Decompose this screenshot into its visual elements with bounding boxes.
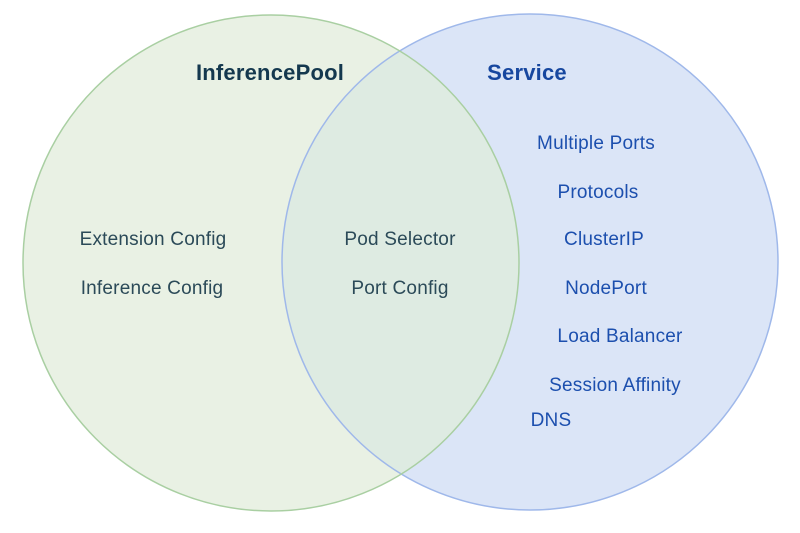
extension-config-label: Extension Config	[79, 229, 227, 250]
inferencepool-circle-border	[22, 14, 520, 512]
clusterip-label: ClusterIP	[564, 229, 644, 250]
inferencepool-title: InferencePool	[195, 60, 345, 85]
nodeport-label: NodePort	[565, 278, 647, 299]
session-affinity-label: Session Affinity	[549, 375, 681, 396]
dns-label: DNS	[530, 410, 572, 431]
port-config-label: Port Config	[351, 278, 449, 299]
inference-config-label: Inference Config	[80, 278, 224, 299]
multiple-ports-label: Multiple Ports	[537, 133, 655, 154]
load-balancer-label: Load Balancer	[557, 326, 683, 347]
protocols-label: Protocols	[557, 182, 639, 203]
service-title: Service	[487, 60, 567, 85]
service-circle-border	[281, 13, 779, 511]
overlap-lens	[282, 15, 519, 510]
pod-selector-label: Pod Selector	[344, 229, 456, 250]
